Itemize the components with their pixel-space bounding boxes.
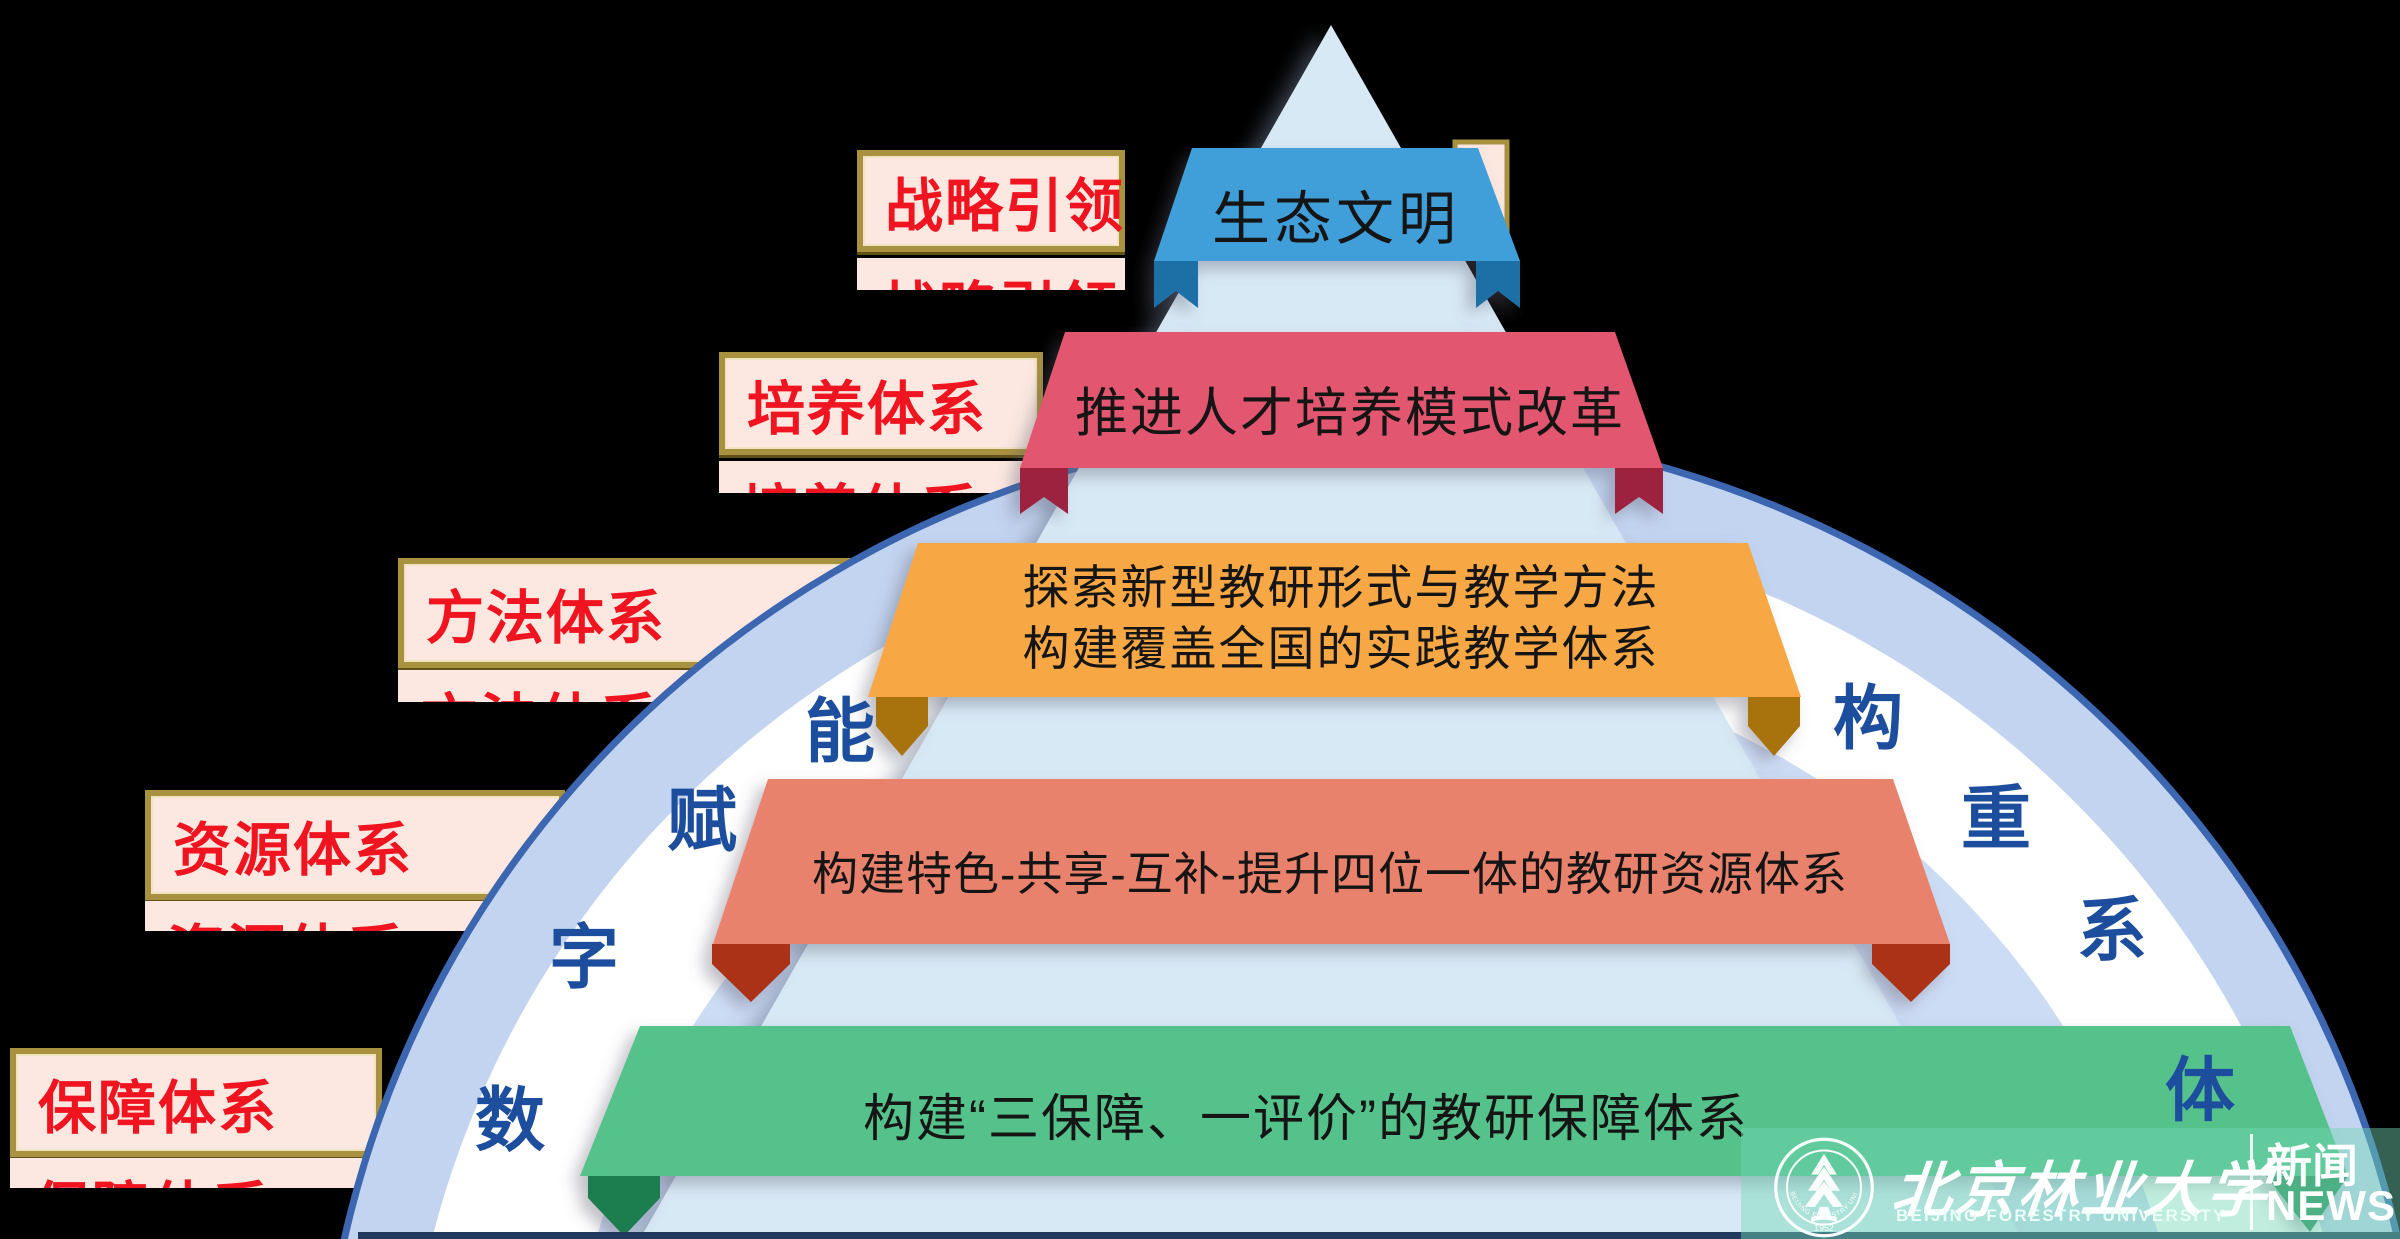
ribbon-guarantee (580, 1026, 2348, 1236)
ribbon-method-arrow-left (876, 697, 928, 756)
label-cultivation-duplicate: 培养体系 (741, 465, 981, 493)
news-label-cn: 新闻 (2266, 1140, 2358, 1192)
label-resource: 资源体系 (173, 818, 414, 883)
ribbon-text-strategy: 生态文明 (1211, 187, 1460, 252)
university-seal-icon: 1952 BEIJING FORESTRY UNIVERSITY (1770, 1136, 1874, 1238)
news-label-en: NEWS (2266, 1182, 2396, 1229)
ribbon-strategy (1154, 148, 1520, 308)
label-method-duplicate: 方法体系 (420, 674, 660, 702)
svg-text:BEIJING FORESTRY UNIVERSITY: BEIJING FORESTRY UNIVERSITY (1770, 1136, 1860, 1220)
label-method: 方法体系 (426, 586, 667, 651)
ribbon-text-cultivation: 推进人才培养模式改革 (1075, 384, 1625, 443)
ribbon-resource (712, 779, 1950, 1002)
ribbon-method-band (868, 543, 1801, 697)
ribbon-strategy-fold-left (1154, 261, 1198, 308)
ribbon-cultivation-fold-left (1020, 468, 1068, 514)
ribbon-guarantee-band (580, 1026, 2348, 1176)
arc-char-ti: 体 (2165, 1051, 2235, 1130)
label-resource-duplicate: 资源体系 (167, 905, 407, 931)
ribbon-resource-arrow-left (712, 944, 790, 1002)
ribbon-text-method: 探索新型教研形式与教学方法 构建覆盖全国的实践教学体系 (941, 557, 1741, 679)
ribbon-text-method-line1: 探索新型教研形式与教学方法 (1022, 561, 1660, 614)
ribbon-guarantee-fold-right (2266, 1176, 2348, 1232)
ribbon-cultivation (1020, 332, 1663, 514)
ribbon-text-guarantee: 构建“三保障、一评价”的教研保障体系 (863, 1090, 1749, 1147)
ribbon-method-arrow-right (1748, 697, 1800, 756)
bottom-strip (358, 1232, 2400, 1239)
arc-char-shu: 数 (475, 1081, 545, 1160)
seal-ring-text: BEIJING FORESTRY UNIVERSITY (1770, 1136, 1859, 1220)
ribbon-text-resource: 构建特色-共享-互补-提升四位一体的教研资源体系 (812, 848, 1848, 900)
arc-char-zhong: 重 (1961, 779, 2031, 858)
arc-char-xi: 系 (2077, 891, 2147, 970)
label-guarantee: 保障体系 (38, 1075, 279, 1141)
ribbon-strategy-fold-right (1476, 261, 1520, 308)
seal-tree-icon (1804, 1153, 1844, 1223)
ribbon-resource-band (713, 779, 1950, 944)
label-box-cultivation: 培养体系 (719, 352, 1043, 455)
ribbon-resource-arrow-right (1872, 944, 1950, 1002)
ribbon-method (868, 543, 1801, 756)
label-strategy: 战略引领 (885, 174, 1126, 239)
label-cultivation: 培养体系 (747, 376, 988, 442)
label-box-cultivation-clipped: 培养体系 (719, 461, 1043, 493)
seal-year: 1952 (1814, 1223, 1834, 1233)
ribbon-text-method-line2: 构建覆盖全国的实践教学体系 (1022, 622, 1660, 675)
ribbon-strategy-band (1154, 148, 1520, 261)
arc-char-fu: 赋 (667, 781, 737, 860)
ribbon-cultivation-band (1020, 332, 1663, 468)
university-name-en: BEIJING FORESTRY UNIVERSITY (1896, 1206, 2227, 1225)
label-box-strategy-clipped: 战略引领 (857, 258, 1125, 290)
arc-char-neng: 能 (805, 692, 875, 771)
label-box-guarantee: 保障体系 (10, 1048, 382, 1157)
label-guarantee-duplicate: 保障体系 (32, 1162, 272, 1188)
ribbon-cultivation-fold-right (1615, 468, 1663, 514)
label-strategy-duplicate: 战略引领 (879, 262, 1119, 290)
arc-char-gou: 构 (1833, 679, 1903, 758)
watermark-divider (2250, 1134, 2253, 1230)
arc-char-zi: 字 (549, 918, 619, 997)
ribbon-guarantee-arrow-left (588, 1176, 660, 1236)
label-box-strategy: 战略引领 (857, 150, 1125, 252)
label-box-guarantee-clipped: 保障体系 (10, 1158, 382, 1188)
